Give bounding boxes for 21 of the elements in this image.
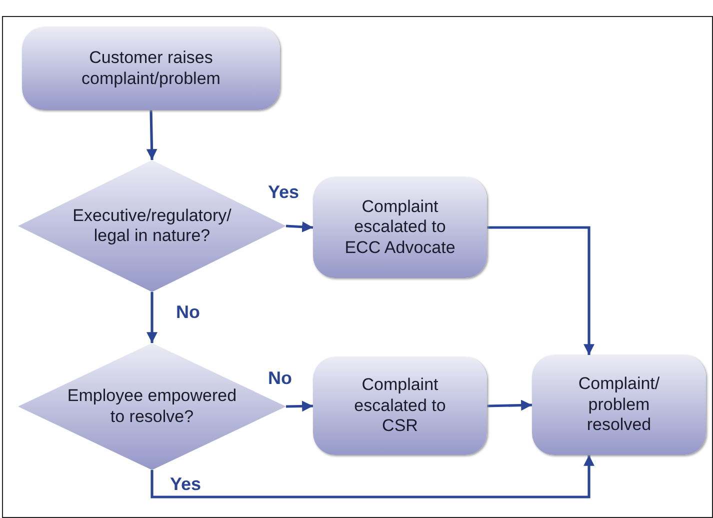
node-text: Complaint/ problem resolved <box>577 374 661 436</box>
arrow <box>487 226 594 355</box>
edge-label: No <box>268 368 292 389</box>
process-box <box>532 355 706 455</box>
edge-label: No <box>176 302 200 323</box>
arrow <box>146 110 158 160</box>
node-text: Employee empowered to resolve? <box>66 386 238 427</box>
arrow <box>486 400 532 411</box>
edge-label: Yes <box>268 182 300 203</box>
arrow <box>286 400 314 412</box>
process-box <box>313 177 487 278</box>
arrow <box>286 221 314 232</box>
node-text: Customer raises complaint/problem <box>80 48 222 89</box>
node-text: Complaint escalated to CSR <box>353 375 447 437</box>
arrow <box>146 292 158 343</box>
process-box <box>313 357 487 455</box>
node-text: Executive/regulatory/ legal in nature? <box>72 206 232 246</box>
edge-label: Yes <box>170 474 202 495</box>
arrow <box>150 455 594 498</box>
node-text: Complaint escalated to ECC Advocate <box>344 196 456 258</box>
process-box <box>22 27 280 110</box>
